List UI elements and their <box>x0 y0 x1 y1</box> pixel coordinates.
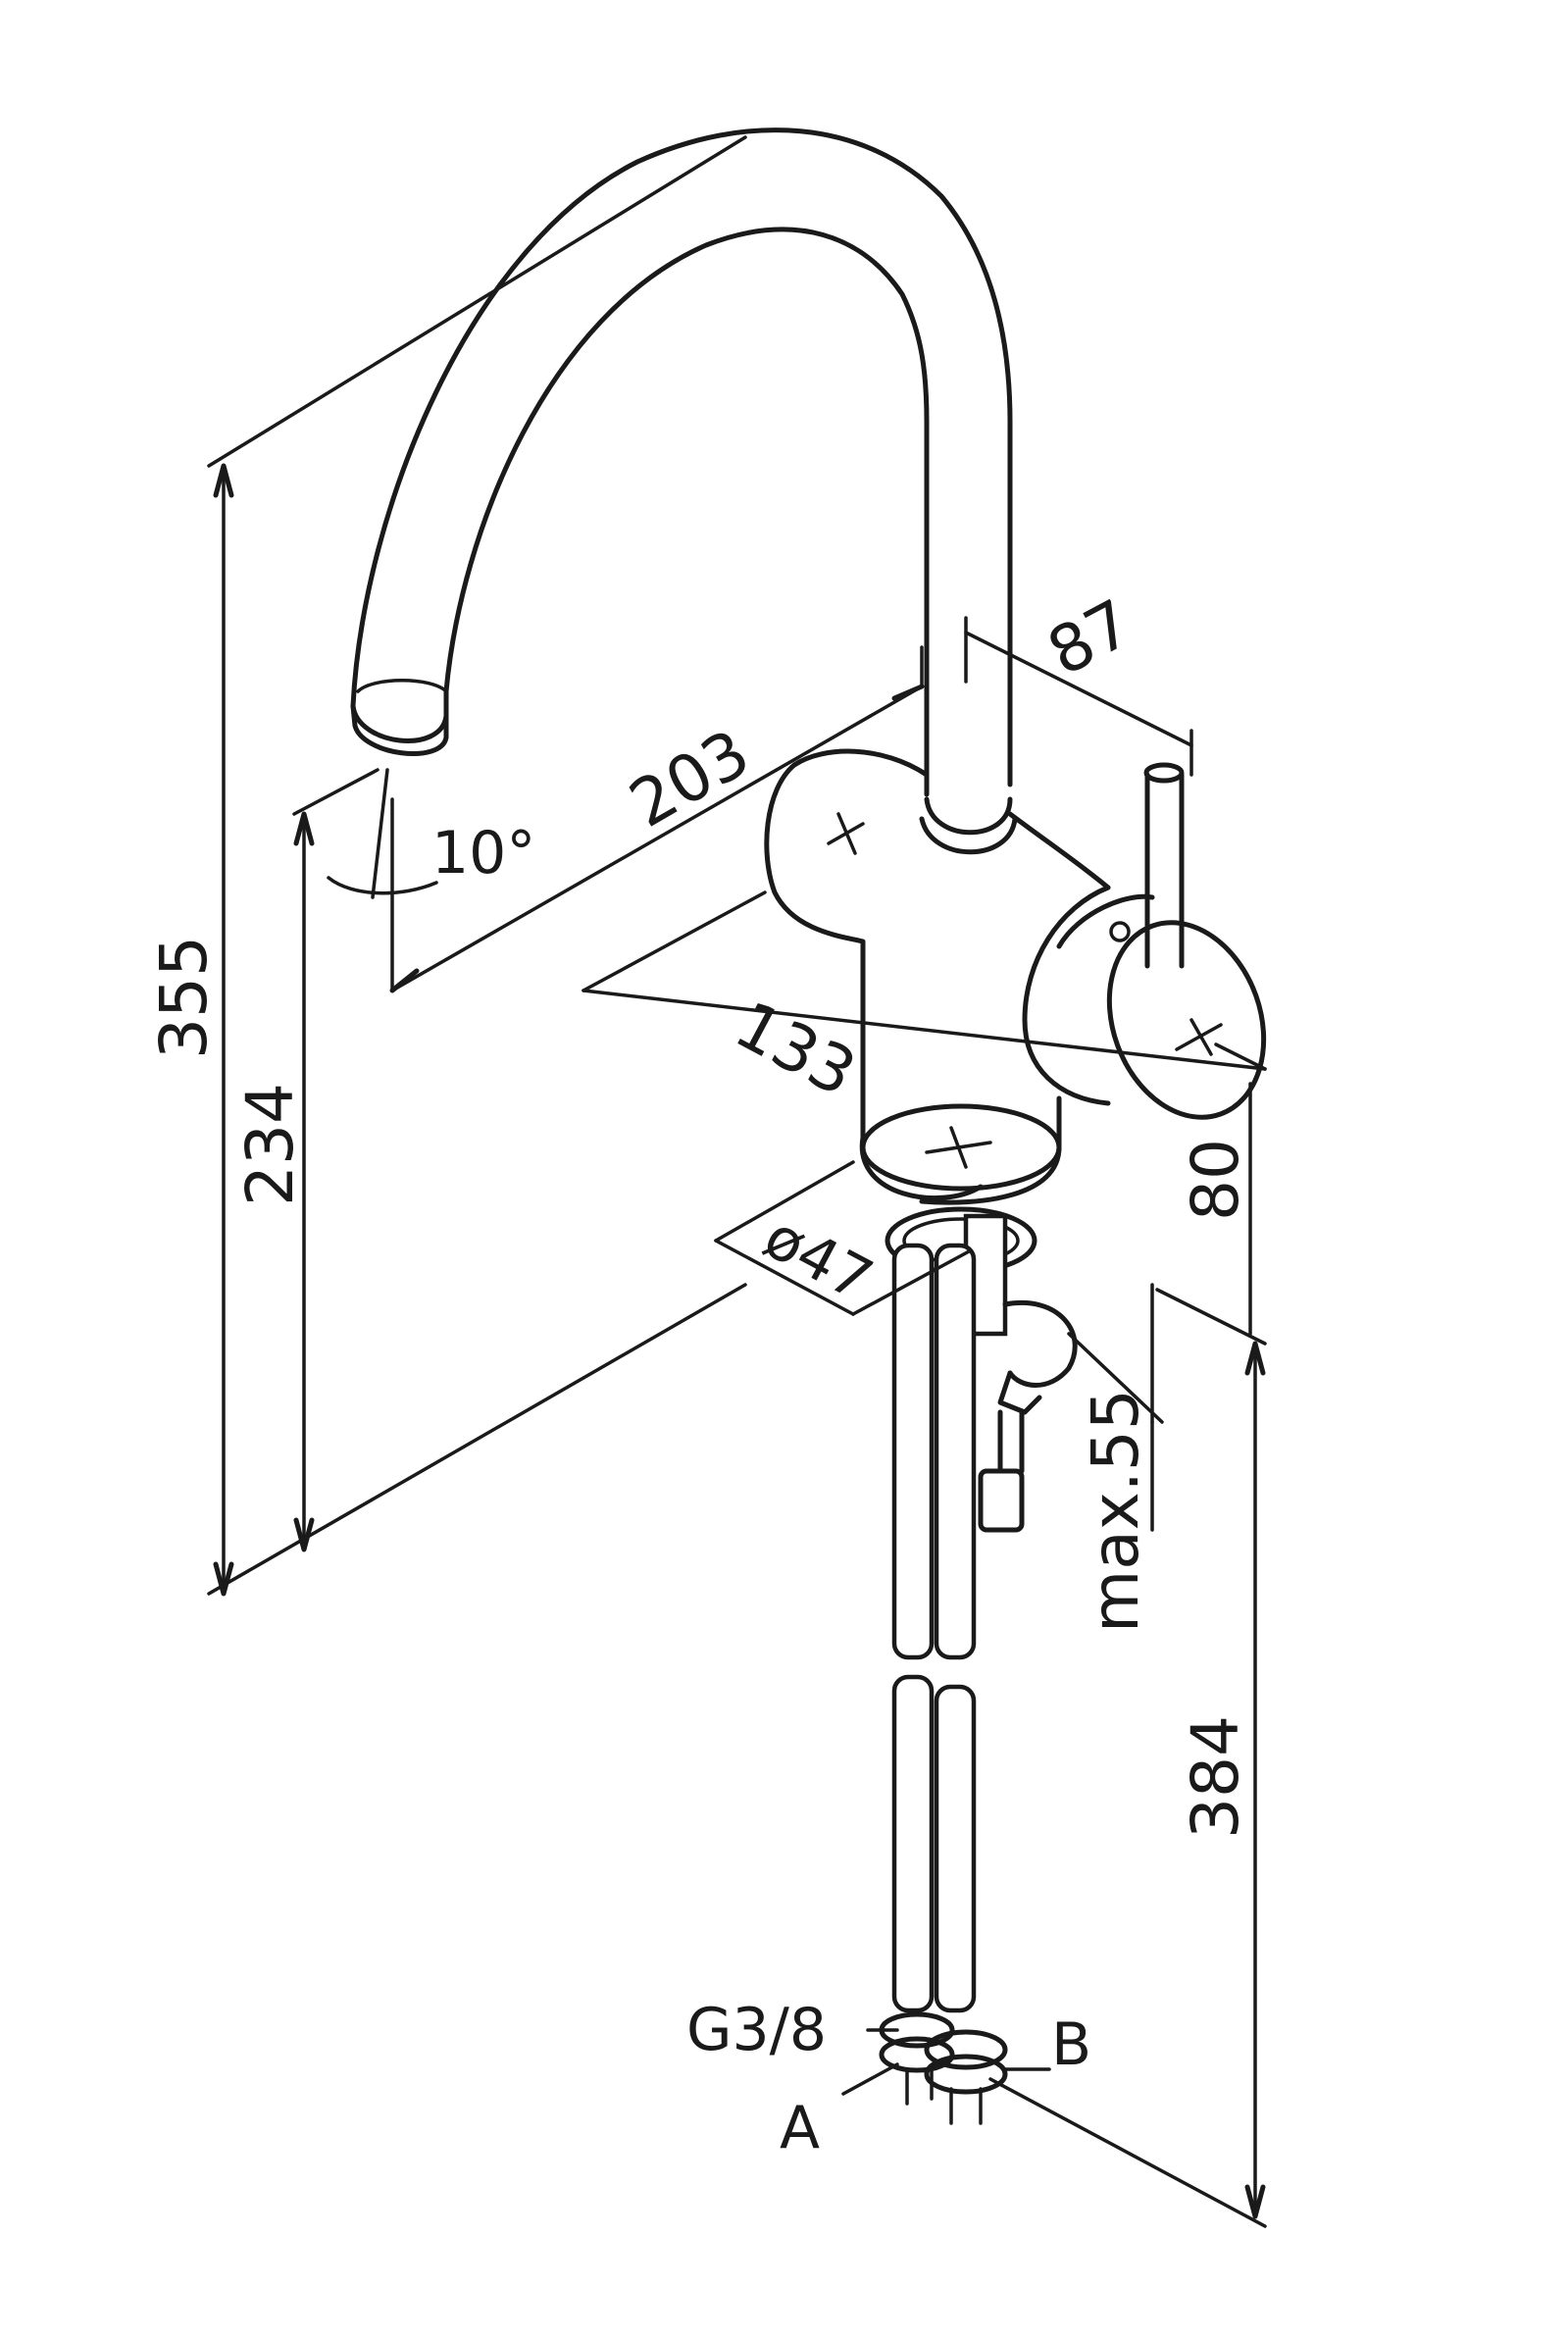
dim-lever-height: 80 <box>1178 1139 1253 1221</box>
dim-total-height: 355 <box>146 936 222 1059</box>
dim-spout-reach: 203 <box>618 715 763 842</box>
dimension-labels: 355 234 10° 203 87 133 80 ø47 max.55 384… <box>146 585 1253 2162</box>
dim-base-diameter: ø47 <box>753 1202 884 1315</box>
dim-body-length: 133 <box>723 987 867 1111</box>
mixer-body <box>764 748 1267 1205</box>
mounting-and-hoses <box>879 1206 1078 2125</box>
dimension-lines <box>207 135 1267 2228</box>
label-port-a: A <box>780 2094 820 2162</box>
spout <box>350 127 1018 855</box>
label-thread-size: G3/8 <box>686 1996 827 2064</box>
dim-swivel-angle: 10° <box>431 819 535 888</box>
dim-hose-length: 384 <box>1178 1715 1253 1839</box>
label-port-b: B <box>1051 2010 1091 2079</box>
dim-max-deck-thickness: max.55 <box>1078 1389 1153 1633</box>
dim-spout-height: 234 <box>232 1083 308 1206</box>
